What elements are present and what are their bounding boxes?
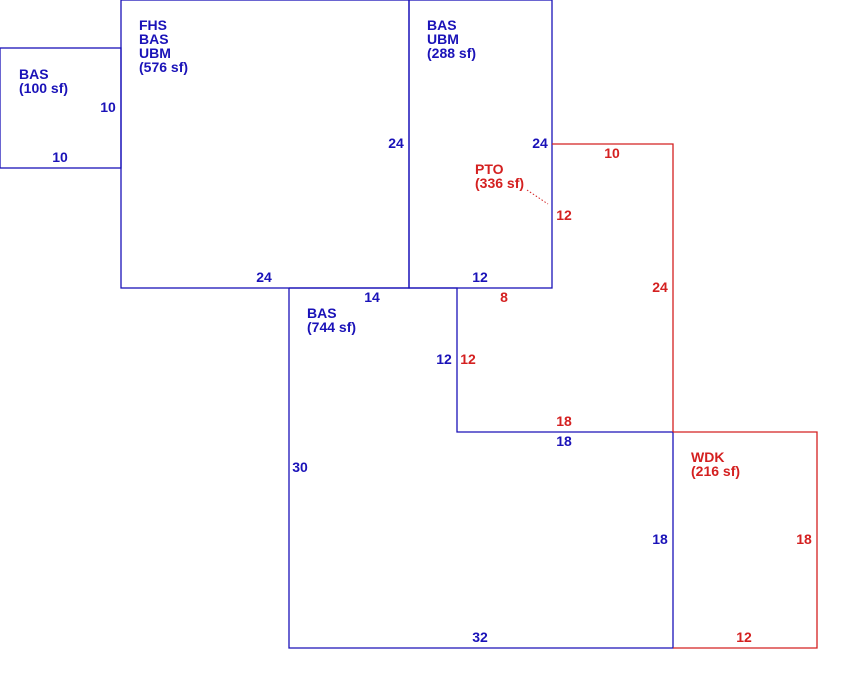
- area-label-bas-100: BAS (100 sf): [19, 66, 68, 96]
- dim-bas-large-bottom: 32: [472, 629, 488, 645]
- dim-fhs-bottom: 24: [256, 269, 272, 285]
- dim-bas-large-left: 30: [292, 459, 308, 475]
- area-label-wdk: WDK (216 sf): [691, 449, 740, 479]
- dim-fhs-right: 24: [388, 135, 404, 151]
- dim-bas-large-notch-bottom: 18: [556, 433, 572, 449]
- area-label-bas-ubm: BAS UBM (288 sf): [427, 17, 476, 61]
- dim-bas-large-top: 14: [364, 289, 380, 305]
- pto-leader-line: [526, 189, 549, 205]
- dim-bas-large-right: 18: [652, 531, 668, 547]
- dim-pto-top: 10: [604, 145, 620, 161]
- area-label-fhs: FHS BAS UBM (576 sf): [139, 17, 188, 75]
- dim-bas-ubm-right: 24: [532, 135, 548, 151]
- dim-pto-inner-vertical: 12: [460, 351, 476, 367]
- dim-pto-right: 24: [652, 279, 668, 295]
- dim-pto-bottom-left: 8: [500, 289, 508, 305]
- wdk-outline: [673, 431, 818, 649]
- dim-bas-small-bottom: 10: [52, 149, 68, 165]
- dim-bas-small-right: 10: [100, 99, 116, 115]
- bas-744-outline: [288, 287, 674, 649]
- dim-pto-left-upper: 12: [556, 207, 572, 223]
- dim-pto-bottom: 18: [556, 413, 572, 429]
- area-label-bas-744: BAS (744 sf): [307, 305, 356, 335]
- area-label-pto: PTO (336 sf): [475, 161, 524, 191]
- dim-bas-large-notch-vertical: 12: [436, 351, 452, 367]
- dim-wdk-right: 18: [796, 531, 812, 547]
- pto-outline: [552, 143, 674, 432]
- dim-bas-ubm-bottom: 12: [472, 269, 488, 285]
- dim-wdk-bottom: 12: [736, 629, 752, 645]
